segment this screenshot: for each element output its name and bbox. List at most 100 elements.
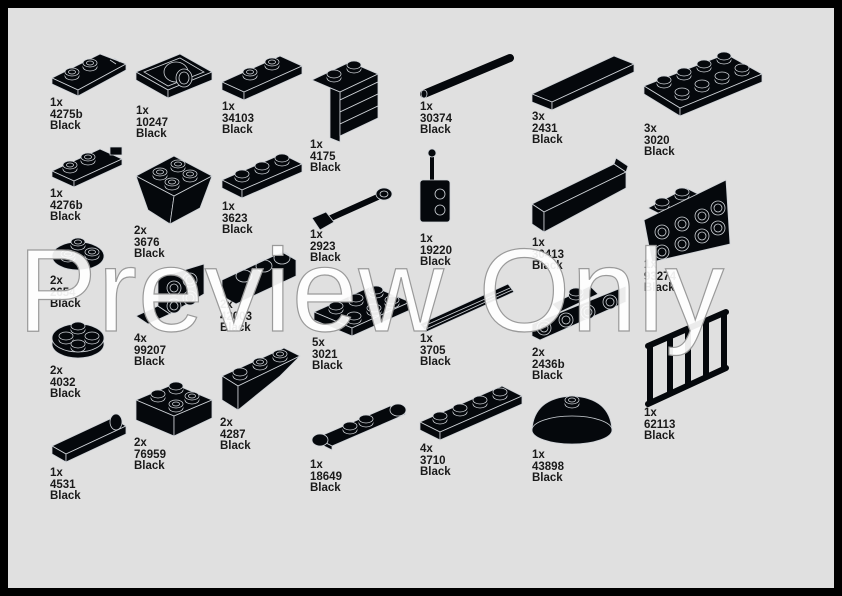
part-color: Black: [50, 490, 81, 502]
part-color: Black: [222, 224, 253, 236]
part-number: 42003: [220, 310, 252, 323]
round-plate-icon: [51, 237, 105, 271]
plate-2x3-icon: [313, 285, 411, 337]
part-color: Black: [136, 128, 167, 140]
part-color: Black: [420, 356, 451, 368]
part-qty: 1x: [50, 188, 63, 200]
part-number: 3710: [420, 454, 446, 467]
plate-2x4-icon: [643, 51, 763, 117]
part-number: 4175: [310, 150, 336, 163]
part-number: 30413: [532, 248, 564, 261]
part-qty: 2x: [532, 347, 545, 359]
round-plate-2x2-icon: [51, 321, 105, 359]
part-number: 76959: [134, 448, 166, 461]
part-number: 4531: [50, 478, 76, 491]
part-color: Black: [312, 360, 343, 372]
part-color: Black: [220, 322, 251, 334]
ladder-plate-icon: [311, 60, 379, 143]
part-qty: 1x: [222, 201, 235, 213]
hinge-plate-icon: [51, 146, 123, 188]
part-qty: 5x: [312, 337, 325, 349]
part-qty: 1x: [50, 97, 63, 109]
part-number: 4276b: [50, 199, 83, 212]
part-number: 2923: [310, 240, 336, 253]
part-color: Black: [420, 124, 451, 136]
part-color: Black: [50, 298, 81, 310]
tile-1x4-icon: [531, 55, 635, 111]
part-color: Black: [644, 146, 675, 158]
part-color: Black: [134, 356, 165, 368]
hinge-tile-icon: [51, 413, 127, 463]
hinge-plate-1x4-icon: [311, 403, 407, 451]
part-number: 4287: [220, 428, 246, 441]
hinge-plate-icon: [51, 53, 127, 97]
part-qty: 1x: [644, 407, 657, 419]
part-qty: 4x: [420, 443, 433, 455]
part-qty: 1x: [310, 459, 323, 471]
part-qty: 4x: [134, 333, 147, 345]
part-number: 43898: [532, 460, 564, 473]
part-number: 2654: [50, 286, 76, 299]
panel-1x4-icon: [531, 157, 629, 233]
bracket-icon: [643, 179, 731, 263]
part-color: Black: [220, 440, 251, 452]
part-number: 3676: [134, 236, 160, 249]
part-qty: 1x: [310, 229, 323, 241]
part-qty: 2x: [50, 365, 63, 377]
part-number: 62113: [644, 418, 676, 431]
part-qty: 3x: [532, 111, 545, 123]
part-qty: 1x: [420, 101, 433, 113]
part-number: 10247: [136, 116, 168, 129]
part-number: 93274: [644, 270, 676, 283]
part-color: Black: [532, 134, 563, 146]
part-qty: 3x: [644, 123, 657, 135]
part-number: 3623: [222, 212, 248, 225]
part-qty: 1x: [532, 237, 545, 249]
part-color: Black: [222, 124, 253, 136]
part-color: Black: [134, 460, 165, 472]
plate-1x4-icon: [419, 385, 523, 441]
part-color: Black: [532, 260, 563, 272]
part-color: Black: [532, 472, 563, 484]
part-color: Black: [310, 162, 341, 174]
part-color: Black: [134, 248, 165, 260]
part-qty: 1x: [532, 449, 545, 461]
part-qty: 2x: [134, 437, 147, 449]
part-qty: 1x: [310, 139, 323, 151]
part-color: Black: [644, 430, 675, 442]
part-color: Black: [420, 256, 451, 268]
antenna-brick-icon: [419, 148, 451, 223]
part-color: Black: [532, 370, 563, 382]
part-number: 30374: [420, 112, 452, 125]
technic-axle-icon: [419, 283, 515, 333]
plate-with-ring-icon: [135, 53, 213, 99]
part-color: Black: [310, 252, 341, 264]
bar-4l-icon: [420, 54, 514, 99]
part-number: 99207: [134, 344, 166, 357]
dish-icon: [531, 395, 613, 445]
part-qty: 2x: [134, 225, 147, 237]
plate-1x3-jumper-icon: [221, 55, 303, 101]
part-qty: 1x: [644, 259, 657, 271]
part-qty: 1x: [136, 105, 149, 117]
part-color: Black: [644, 282, 675, 294]
part-color: Black: [50, 211, 81, 223]
part-qty: 2x: [220, 299, 233, 311]
technic-beam-icon: [221, 251, 297, 305]
part-number: 4032: [50, 376, 76, 389]
part-color: Black: [50, 120, 81, 132]
part-number: 2436b: [532, 358, 565, 371]
part-qty: 2x: [50, 275, 63, 287]
bracket-inverted-icon: [135, 263, 205, 325]
inverted-slope-1x3-icon: [221, 347, 301, 411]
part-number: 3705: [420, 344, 446, 357]
part-qty: 1x: [50, 467, 63, 479]
part-qty: 2x: [220, 417, 233, 429]
part-number: 19220: [420, 244, 452, 257]
part-number: 34103: [222, 112, 254, 125]
part-qty: 1x: [420, 333, 433, 345]
part-number: 2431: [532, 122, 558, 135]
part-number: 3021: [312, 348, 338, 361]
part-number: 3020: [644, 134, 670, 147]
part-number: 18649: [310, 470, 342, 483]
